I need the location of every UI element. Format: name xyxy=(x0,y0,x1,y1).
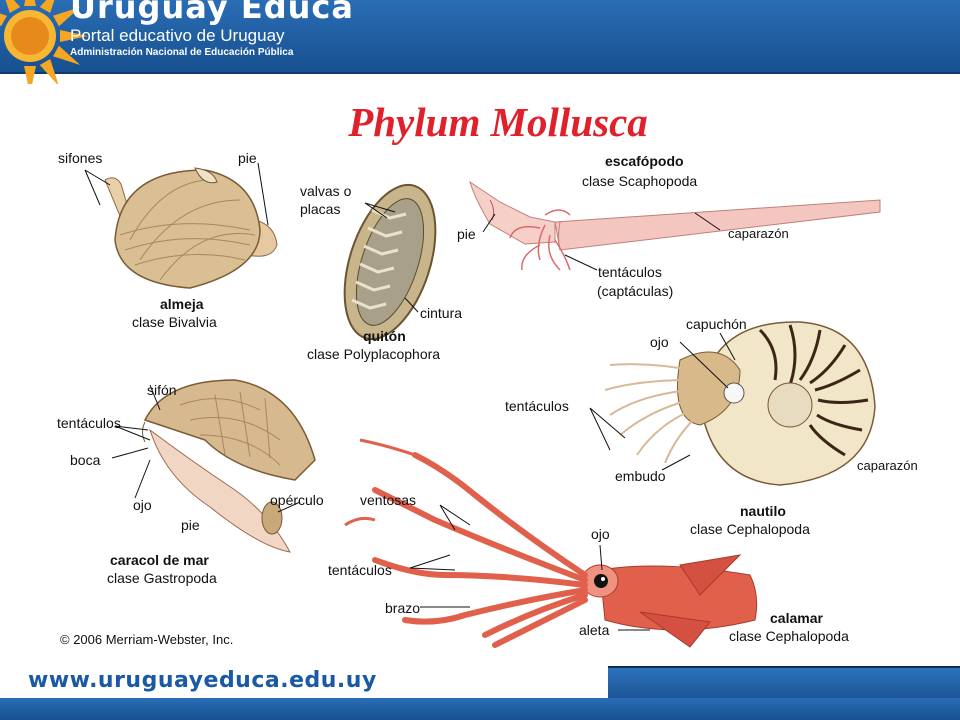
label-brazo: brazo xyxy=(385,600,421,616)
label-caparazon-escafopodo: caparazón xyxy=(728,226,789,241)
label-embudo: embudo xyxy=(615,468,666,484)
label-caracol-name: caracol de mar xyxy=(110,552,209,568)
brand-title[interactable]: Uruguay Educa xyxy=(70,0,354,26)
label-sifones: sifones xyxy=(58,150,103,166)
label-caracol-clase: clase Gastropoda xyxy=(107,570,217,586)
label-nautilo-clase: clase Cephalopoda xyxy=(690,521,810,537)
label-placas: placas xyxy=(300,201,341,217)
label-escafopodo-name: escafópodo xyxy=(605,153,684,169)
label-valvas-o: valvas o xyxy=(300,183,352,199)
chiton-illustration xyxy=(343,183,437,341)
squid-illustration xyxy=(344,438,758,648)
label-ojo-calamar: ojo xyxy=(591,526,610,542)
label-escafopodo-clase: clase Scaphopoda xyxy=(582,173,698,189)
label-ojo-nautilo: ojo xyxy=(650,334,669,350)
label-boca: boca xyxy=(70,452,101,468)
sea-snail-illustration xyxy=(111,379,316,553)
label-tentaculos-caracol: tentáculos xyxy=(57,415,121,431)
label-operculo: opérculo xyxy=(270,492,324,508)
label-tentaculos-nautilo: tentáculos xyxy=(505,398,569,414)
label-almeja-name: almeja xyxy=(160,296,204,312)
header-banner xyxy=(0,0,960,72)
label-ojo-caracol: ojo xyxy=(133,497,152,513)
label-cintura: cintura xyxy=(420,305,463,321)
footer-divider xyxy=(608,666,960,669)
label-captaculas: (captáculas) xyxy=(597,283,674,299)
label-almeja-clase: clase Bivalvia xyxy=(132,314,217,330)
label-pie-escafopodo: pie xyxy=(457,226,476,242)
label-nautilo-name: nautilo xyxy=(740,503,786,519)
label-pie-caracol: pie xyxy=(181,517,200,533)
copyright-notice: © 2006 Merriam-Webster, Inc. xyxy=(60,632,234,647)
label-aleta: aleta xyxy=(579,622,610,638)
label-caparazon-nautilo: caparazón xyxy=(857,458,918,473)
label-pie-almeja: pie xyxy=(238,150,257,166)
brand-subtitle: Portal educativo de Uruguay xyxy=(70,26,285,45)
tusk-shell-illustration xyxy=(469,180,881,271)
nautilus-illustration xyxy=(589,321,876,486)
label-tentaculos-calamar: tentáculos xyxy=(328,562,392,578)
footer-bar xyxy=(0,698,960,720)
footer-url-link[interactable]: www.uruguayeduca.edu.uy xyxy=(28,668,377,693)
label-calamar-name: calamar xyxy=(770,610,823,626)
label-sifon: sifón xyxy=(147,382,177,398)
label-quiton-name: quitón xyxy=(363,328,406,344)
label-capuchon: capuchón xyxy=(686,316,747,332)
brand-subtitle-agency: Administración Nacional de Educación Púb… xyxy=(70,47,294,58)
label-calamar-clase: clase Cephalopoda xyxy=(729,628,849,644)
label-quiton-clase: clase Polyplacophora xyxy=(307,346,441,362)
label-ventosas: ventosas xyxy=(360,492,417,508)
page-title: Phylum Mollusca xyxy=(348,99,648,145)
sun-logo-icon xyxy=(0,0,88,84)
clam-illustration xyxy=(84,162,278,289)
footer-accent-block xyxy=(608,668,960,698)
label-tentaculos-escafopodo: tentáculos xyxy=(598,264,662,280)
header-divider xyxy=(0,72,960,74)
